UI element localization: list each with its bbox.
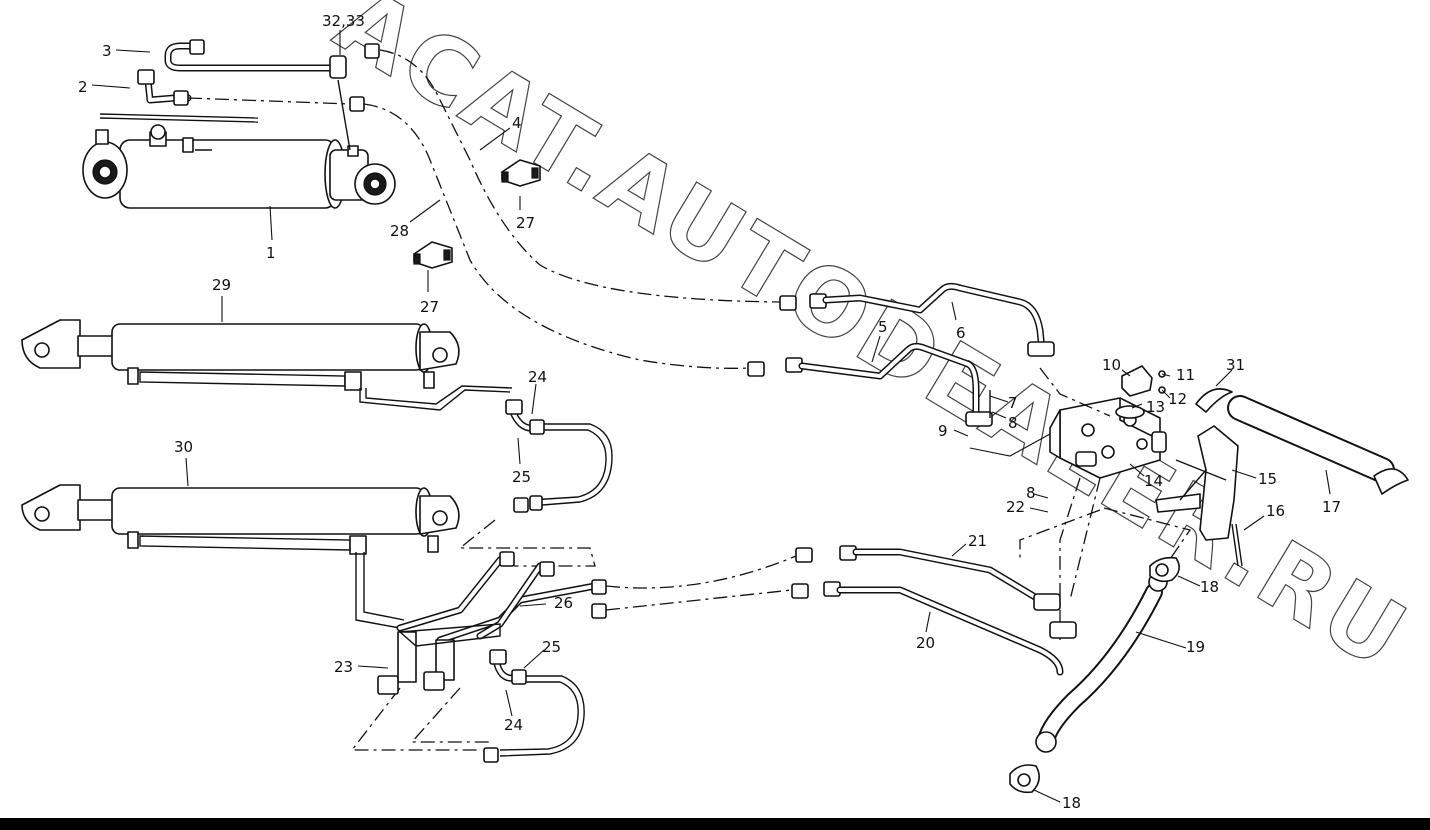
callout-27-upper: 27 bbox=[516, 214, 535, 232]
callout-12: 12 bbox=[1168, 390, 1187, 408]
callout-10: 10 bbox=[1102, 356, 1121, 374]
callout-labels: 1 2 3 32,33 4 28 27 27 29 5 6 7 8 9 10 1… bbox=[78, 12, 1341, 812]
control-valve-14 bbox=[1049, 365, 1167, 479]
callout-24-lower: 24 bbox=[504, 716, 523, 734]
callout-31: 31 bbox=[1226, 356, 1245, 374]
callout-3: 3 bbox=[102, 42, 112, 60]
callout-16: 16 bbox=[1266, 502, 1285, 520]
flange-18-upper bbox=[1149, 556, 1180, 583]
callout-17: 17 bbox=[1322, 498, 1341, 516]
callout-18-lower: 18 bbox=[1062, 794, 1081, 812]
callout-8-lower: 8 bbox=[1026, 484, 1036, 502]
callout-30: 30 bbox=[174, 438, 193, 456]
manifold-23-26 bbox=[377, 551, 607, 695]
callout-21: 21 bbox=[968, 532, 987, 550]
cylinder-30 bbox=[21, 484, 460, 629]
callout-14: 14 bbox=[1144, 472, 1163, 490]
hose-fitting-24-25-upper bbox=[505, 399, 613, 513]
callout-7: 7 bbox=[1008, 394, 1018, 412]
callout-26: 26 bbox=[554, 594, 573, 612]
callout-13: 13 bbox=[1146, 398, 1165, 416]
pipe-6 bbox=[779, 282, 1055, 357]
callout-6: 6 bbox=[956, 324, 966, 342]
callout-27-lower: 27 bbox=[420, 298, 439, 316]
pipe-20 bbox=[791, 581, 1077, 676]
flange-18-lower bbox=[1009, 764, 1040, 794]
callout-19: 19 bbox=[1186, 638, 1205, 656]
callout-23: 23 bbox=[334, 658, 353, 676]
pipe-5 bbox=[747, 342, 993, 427]
bottom-bar bbox=[0, 818, 1430, 830]
callout-25-upper: 25 bbox=[512, 468, 531, 486]
callout-28: 28 bbox=[390, 222, 409, 240]
callout-22: 22 bbox=[1006, 498, 1025, 516]
pipe-21 bbox=[795, 545, 1061, 611]
callout-25-lower: 25 bbox=[542, 638, 561, 656]
leader-lines bbox=[91, 30, 1331, 803]
callout-9: 9 bbox=[938, 422, 948, 440]
callout-11: 11 bbox=[1176, 366, 1195, 384]
clamp-27-upper bbox=[501, 159, 541, 187]
callout-15: 15 bbox=[1258, 470, 1277, 488]
bracket-15 bbox=[1155, 425, 1239, 541]
callout-20: 20 bbox=[916, 634, 935, 652]
callout-29: 29 bbox=[212, 276, 231, 294]
bolt-16 bbox=[1231, 523, 1243, 567]
callout-24-upper: 24 bbox=[528, 368, 547, 386]
callout-5: 5 bbox=[878, 318, 888, 336]
callout-1: 1 bbox=[266, 244, 276, 262]
callout-2: 2 bbox=[78, 78, 88, 96]
callout-18-upper: 18 bbox=[1200, 578, 1219, 596]
cylinder-29 bbox=[21, 319, 513, 411]
hose-fitting-24-25-lower bbox=[483, 649, 585, 763]
hose-19 bbox=[1035, 572, 1168, 753]
clamp-27-lower bbox=[413, 241, 453, 269]
callout-32-33: 32,33 bbox=[322, 12, 365, 30]
pipe-2-3-assembly bbox=[137, 39, 380, 151]
callout-8-upper: 8 bbox=[1008, 414, 1018, 432]
callout-4: 4 bbox=[512, 114, 522, 132]
hose-17 bbox=[1195, 388, 1409, 495]
cylinder-1 bbox=[82, 113, 396, 209]
